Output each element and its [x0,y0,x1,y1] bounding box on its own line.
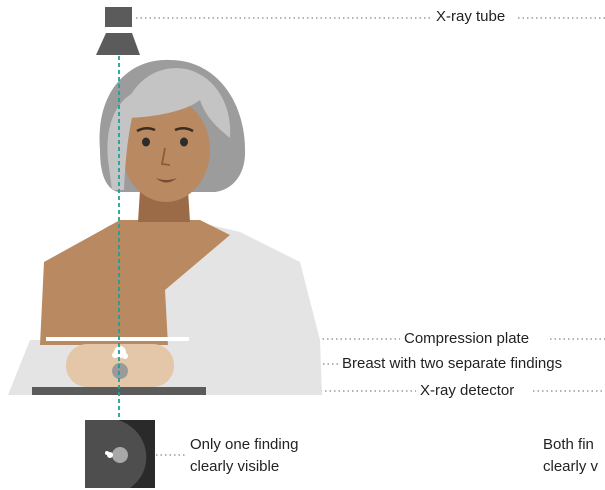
xray-result-image [85,420,155,488]
result-right-caption: Both fin clearly v [543,434,598,478]
result-right-line2: clearly v [543,456,598,478]
result-left-line2: clearly visible [190,456,298,478]
compression-plate [46,337,189,341]
right-eye [180,138,188,147]
breast-label: Breast with two separate findings [342,355,562,373]
result-left-line1: Only one finding [190,434,298,456]
xray-detector-label: X-ray detector [420,382,514,400]
result-left-caption: Only one finding clearly visible [190,434,298,478]
xray-tube-head [105,7,132,27]
left-eye [142,138,150,147]
xray-tube-label: X-ray tube [436,8,505,26]
finding-deep [112,363,128,379]
compression-plate-label: Compression plate [404,330,529,348]
result-finding-gray [112,447,128,463]
result-right-line1: Both fin [543,434,598,456]
xray-tube-collimator [96,33,140,55]
